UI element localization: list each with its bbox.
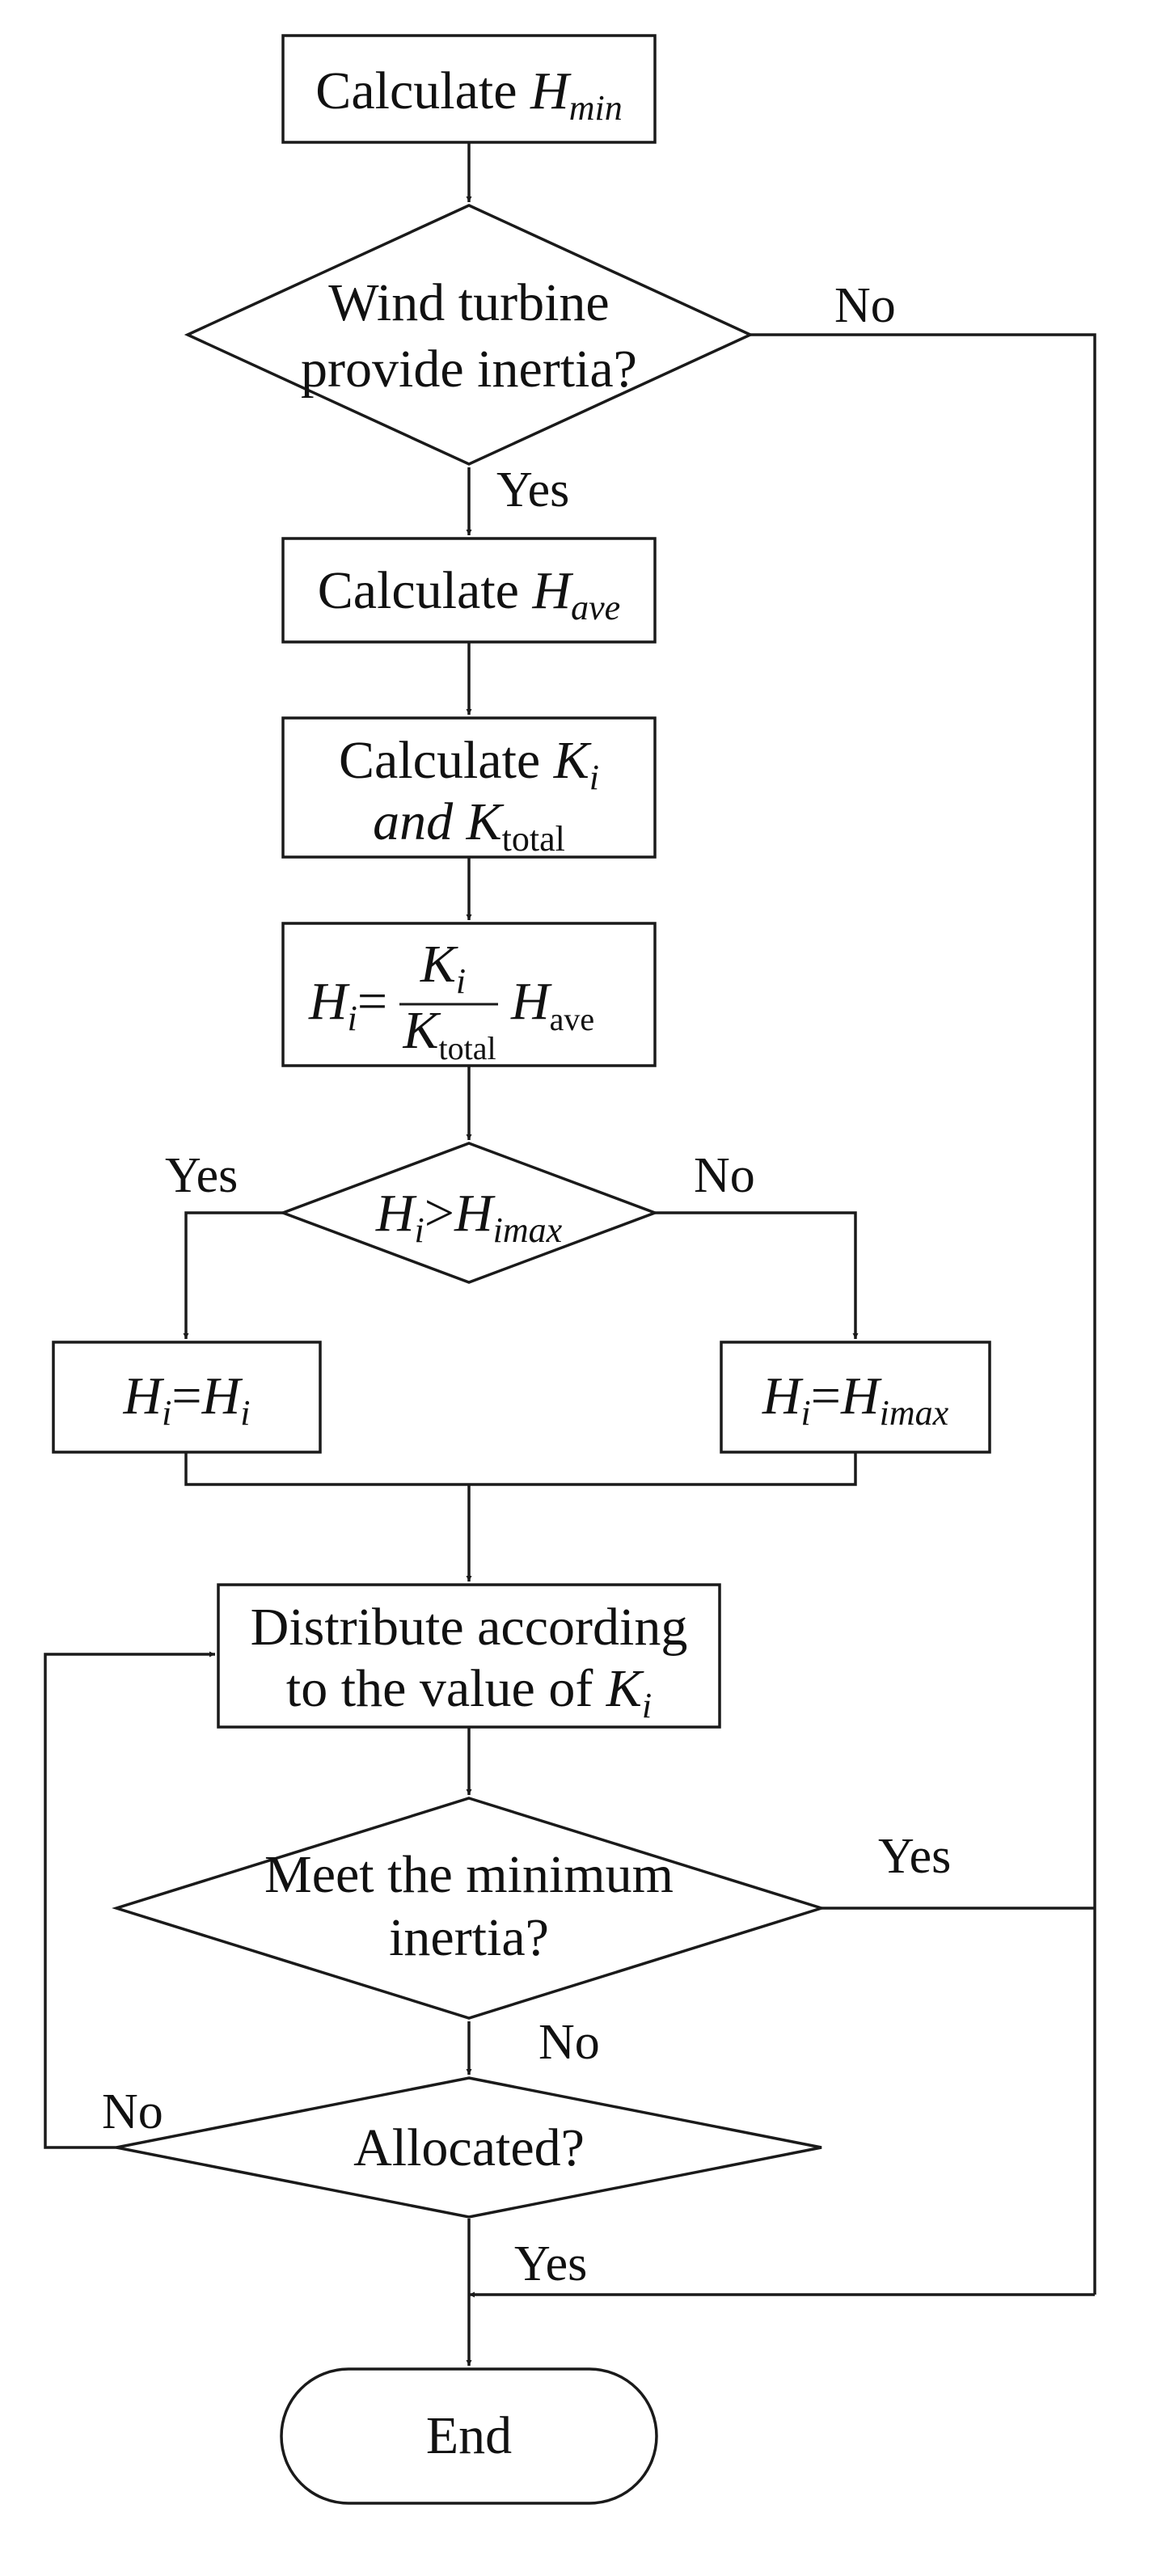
assign-left-lhs-var: H: [122, 1366, 164, 1425]
calc-have-text: Calculate: [318, 561, 533, 620]
node-calculate-k: Calculate Ki and Ktotal: [281, 716, 657, 859]
compare-rhs-var: H: [454, 1184, 496, 1243]
calc-k-line1-text: Calculate: [339, 731, 554, 790]
node-assign-left: Hi=Hi: [52, 1341, 322, 1454]
label-wind-yes: Yes: [496, 462, 569, 517]
arrow-allocated-no-loop: [44, 1651, 215, 2149]
calc-hmin-sub: min: [569, 88, 623, 128]
node-calculate-have: Calculate Have: [281, 537, 657, 644]
wind-line-2: provide inertia?: [301, 340, 637, 399]
distribute-line-1: Distribute according: [251, 1598, 688, 1657]
calc-k-line2-var: K: [466, 792, 505, 851]
calc-k-line1-var: K: [553, 731, 592, 790]
svg-text:Hi=: Hi=: [308, 972, 387, 1038]
svg-text:Ktotal: Ktotal: [402, 1001, 496, 1066]
node-distribute: Distribute according to the value of Ki: [217, 1583, 721, 1729]
calc-hmin-var: H: [530, 61, 572, 120]
svg-text:Calculate Have: Calculate Have: [318, 561, 620, 627]
formula-lhs-var: H: [308, 972, 350, 1031]
label-wind-no: No: [834, 278, 896, 333]
svg-text:Hi=Hi: Hi=Hi: [122, 1366, 250, 1433]
calc-k-line1-sub: i: [589, 758, 599, 797]
label-compare-no: No: [694, 1148, 755, 1203]
label-alloc-no: No: [102, 2084, 163, 2139]
calc-k-line2-text: and: [373, 792, 467, 851]
node-calculate-hmin: Calculate Hmin: [281, 34, 657, 144]
formula-rhs-var: H: [510, 972, 552, 1031]
assign-right-lhs-sub: i: [801, 1393, 811, 1433]
distribute-line2-var: K: [606, 1659, 644, 1718]
node-end: End: [280, 2367, 658, 2505]
label-compare-yes: Yes: [165, 1148, 238, 1203]
formula-rhs-sub: ave: [550, 1001, 595, 1037]
calc-hmin-text: Calculate: [315, 61, 530, 120]
svg-text:to the value of Ki: to the value of Ki: [286, 1659, 652, 1725]
svg-text:Have: Have: [510, 972, 594, 1037]
assign-right-rhs-sub: imax: [880, 1393, 949, 1433]
line-wind-no-route: [750, 333, 1096, 2295]
decision-meet-minimum: Meet the minimum inertia?: [112, 1797, 826, 2020]
edge-labels: No Yes Yes No Yes No No Yes: [102, 278, 951, 2291]
arrow-compare-yes-branch: [183, 1211, 283, 1339]
formula-den-var: K: [402, 1001, 441, 1060]
decision-allocated: Allocated?: [116, 2076, 822, 2219]
assign-right-lhs-var: H: [762, 1366, 804, 1425]
connectors: [44, 142, 1096, 2366]
assign-right-eq: =: [811, 1366, 841, 1425]
distribute-line2-sub: i: [642, 1686, 652, 1725]
formula-lhs-sub: i: [348, 999, 357, 1038]
formula-num-var: K: [420, 935, 458, 994]
assign-left-lhs-sub: i: [162, 1393, 171, 1433]
calc-have-sub: ave: [571, 588, 620, 627]
compare-lhs-var: H: [375, 1184, 417, 1243]
formula-num-sub: i: [456, 961, 466, 1001]
svg-text:Ki: Ki: [420, 935, 466, 1001]
meet-line-2: inertia?: [389, 1908, 549, 1967]
svg-text:Hi=Himax: Hi=Himax: [762, 1366, 949, 1433]
svg-text:Hi>Himax: Hi>Himax: [375, 1184, 563, 1250]
decision-wind-turbine: Wind turbine provide inertia?: [184, 204, 754, 466]
svg-text:and Ktotal: and Ktotal: [373, 792, 565, 859]
allocated-text: Allocated?: [353, 2118, 585, 2177]
label-meet-yes: Yes: [878, 1829, 951, 1884]
decision-compare: Hi>Himax: [279, 1142, 659, 1284]
end-text: End: [426, 2406, 512, 2465]
svg-text:Calculate Hmin: Calculate Hmin: [315, 61, 622, 128]
formula-eq: =: [357, 972, 387, 1031]
meet-line-1: Meet the minimum: [264, 1845, 674, 1904]
assign-left-rhs-sub: i: [240, 1393, 250, 1433]
calc-have-var: H: [531, 561, 573, 620]
node-formula: Hi= Ki Ktotal Have: [281, 922, 657, 1067]
compare-op: >: [424, 1184, 454, 1243]
formula-den-sub: total: [438, 1030, 496, 1066]
node-assign-right: Hi=Himax: [720, 1341, 991, 1454]
distribute-line2-text: to the value of: [286, 1659, 606, 1718]
compare-rhs-sub: imax: [493, 1210, 563, 1250]
label-meet-no: No: [538, 2015, 600, 2070]
assign-left-rhs-var: H: [201, 1366, 243, 1425]
assign-left-eq: =: [171, 1366, 201, 1425]
label-alloc-yes: Yes: [514, 2236, 587, 2291]
line-merge-branches: [184, 1452, 857, 1486]
wind-line-1: Wind turbine: [328, 273, 609, 332]
compare-lhs-sub: i: [415, 1210, 424, 1250]
calc-k-line2-sub: total: [502, 819, 565, 859]
arrow-compare-no-branch: [655, 1211, 859, 1339]
assign-right-rhs-var: H: [840, 1366, 882, 1425]
svg-text:Calculate Ki: Calculate Ki: [339, 731, 599, 797]
